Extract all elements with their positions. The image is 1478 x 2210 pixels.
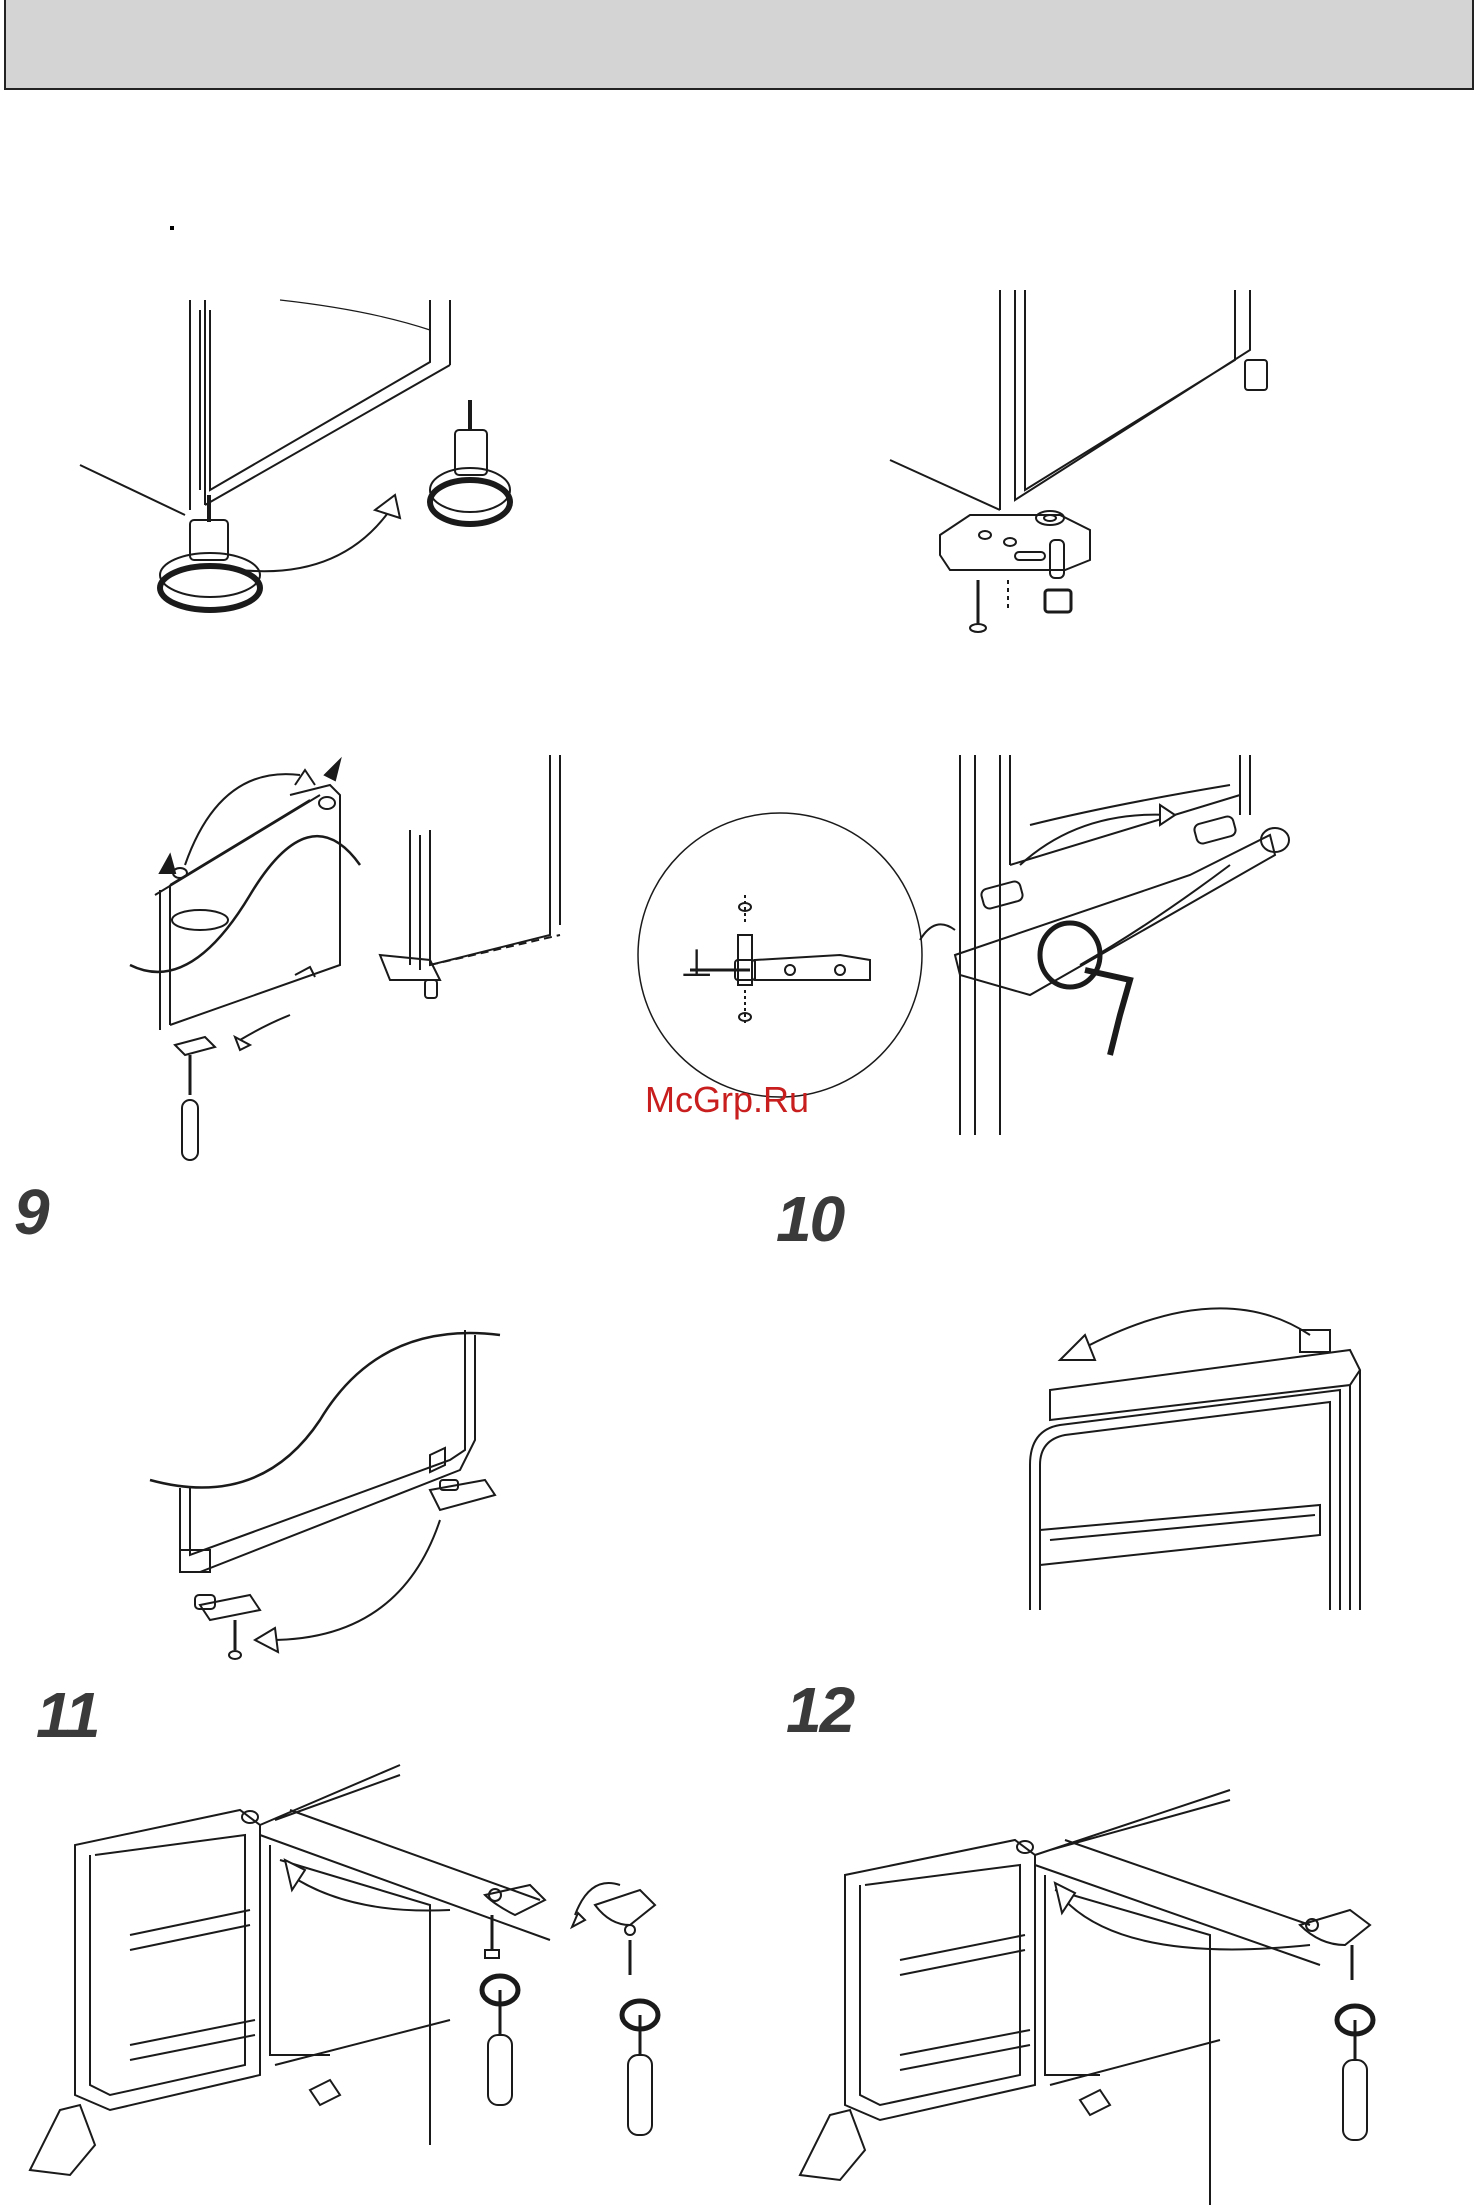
watermark-text: McGrp.Ru — [645, 1082, 809, 1118]
figure-step-12 — [790, 1795, 1430, 2205]
figure-foot-swap — [70, 290, 530, 620]
step-number-11: 11 — [36, 1683, 98, 1747]
step-number-9: 9 — [14, 1180, 48, 1244]
bullet-dot — [170, 226, 174, 230]
figure-hinge-detail — [630, 755, 1280, 1135]
alignment-symbol: ⊥ — [680, 944, 713, 982]
figure-step-10 — [1020, 1290, 1370, 1620]
figure-step-11 — [30, 1765, 690, 2205]
figure-step-9 — [140, 1310, 520, 1670]
figure-hinge-bracket — [890, 290, 1270, 650]
step-number-12: 12 — [786, 1678, 853, 1742]
figure-door-hinge-swap — [130, 755, 630, 1175]
page-header-bar — [4, 0, 1474, 90]
step-number-10: 10 — [776, 1187, 843, 1251]
